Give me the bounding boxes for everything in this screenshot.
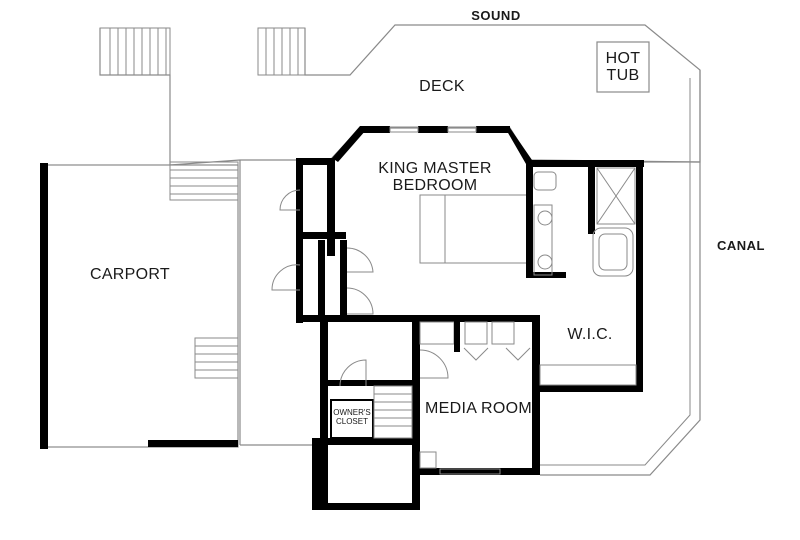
master-bedroom-label: KING MASTER BEDROOM — [375, 160, 495, 194]
sound-label: SOUND — [471, 8, 521, 23]
deck-stairs-left — [99, 27, 171, 76]
owners-closet-line2: CLOSET — [335, 417, 368, 426]
deck-label: DECK — [419, 78, 465, 95]
media-room-label: MEDIA ROOM — [425, 400, 533, 417]
owners-closet-label: OWNER'S CLOSET — [331, 408, 373, 426]
deck-stairs-right — [257, 27, 306, 76]
media-room-inner-walls — [454, 318, 460, 352]
owners-closet-line1: OWNER'S — [333, 408, 371, 417]
carport-stairs-top — [169, 161, 239, 201]
wic-walls — [532, 315, 643, 475]
canal-side-line — [540, 70, 701, 476]
owners-closet-box — [330, 399, 374, 439]
carport-outline — [41, 164, 239, 448]
master-windows — [389, 126, 477, 133]
deck-outline — [99, 24, 701, 166]
door-swings-left — [271, 189, 374, 315]
hot-tub-label-line2: TUB — [606, 67, 640, 84]
carport-label: CARPORT — [89, 266, 171, 283]
carport-wall-left — [40, 163, 48, 449]
master-bath-fixtures — [533, 167, 636, 277]
canal-label: CANAL — [717, 238, 765, 253]
canal-side-line-inner — [540, 78, 691, 466]
carport-wall-bottom — [148, 440, 238, 447]
carport-stairs-bottom — [194, 337, 239, 379]
king-bed — [419, 194, 528, 264]
master-label-line2: BEDROOM — [392, 177, 478, 194]
core-stairs — [373, 385, 413, 439]
master-label-line1: KING MASTER — [378, 160, 492, 177]
hot-tub-label-line1: HOT — [605, 50, 641, 67]
media-room-fixtures — [419, 321, 531, 475]
master-walls — [296, 126, 532, 256]
wic-label: W.I.C. — [567, 326, 613, 343]
hot-tub-label: HOT TUB — [597, 50, 649, 84]
lower-core-walls — [312, 318, 540, 510]
wic-shelf — [539, 364, 637, 386]
hot-tub — [596, 41, 650, 93]
door-swing-core — [339, 359, 367, 387]
